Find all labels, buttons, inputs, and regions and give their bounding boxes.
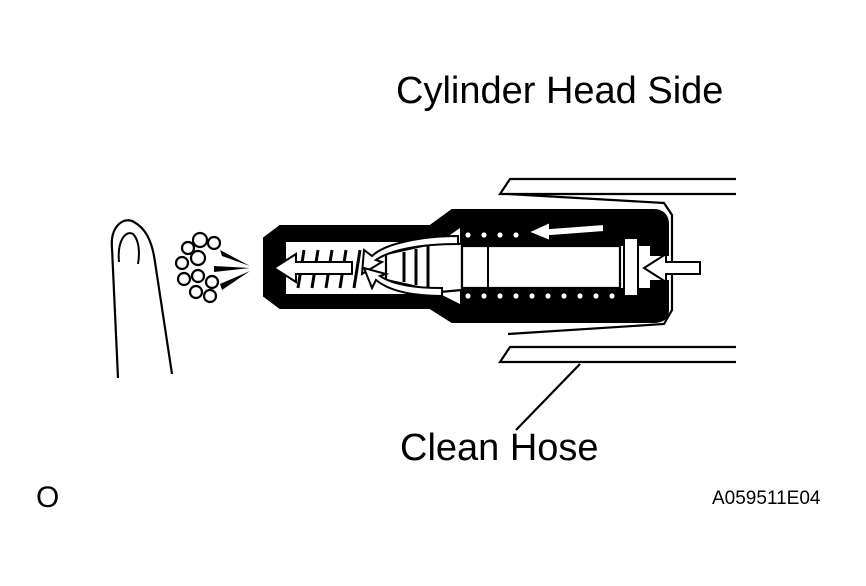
airflow-arrows: [272, 220, 701, 298]
valve-plunger-shaft: [460, 244, 622, 290]
upper-flow-arrow-icon: [525, 220, 605, 243]
inlet-arrow-icon: [642, 252, 701, 284]
bore-wall-bottom: [460, 288, 650, 304]
clean-hose-label: Clean Hose: [400, 427, 599, 469]
figure-code: A059511E04: [712, 488, 821, 509]
result-mark: O: [36, 481, 60, 514]
finger-outline: [110, 219, 174, 379]
upper-curve-arrow-icon: [360, 234, 459, 276]
air-puff-icon: [174, 231, 222, 304]
fingernail: [117, 232, 140, 265]
spray-jets: [214, 250, 250, 290]
lower-curve-arrow-icon: [362, 266, 443, 298]
valve-end-plate: [623, 237, 639, 297]
plunger-ribs: [402, 246, 430, 288]
hose-leader-line: [515, 363, 581, 431]
cylinder-head-side-label: Cylinder Head Side: [396, 70, 724, 112]
outlet-arrow-icon: [272, 252, 353, 284]
